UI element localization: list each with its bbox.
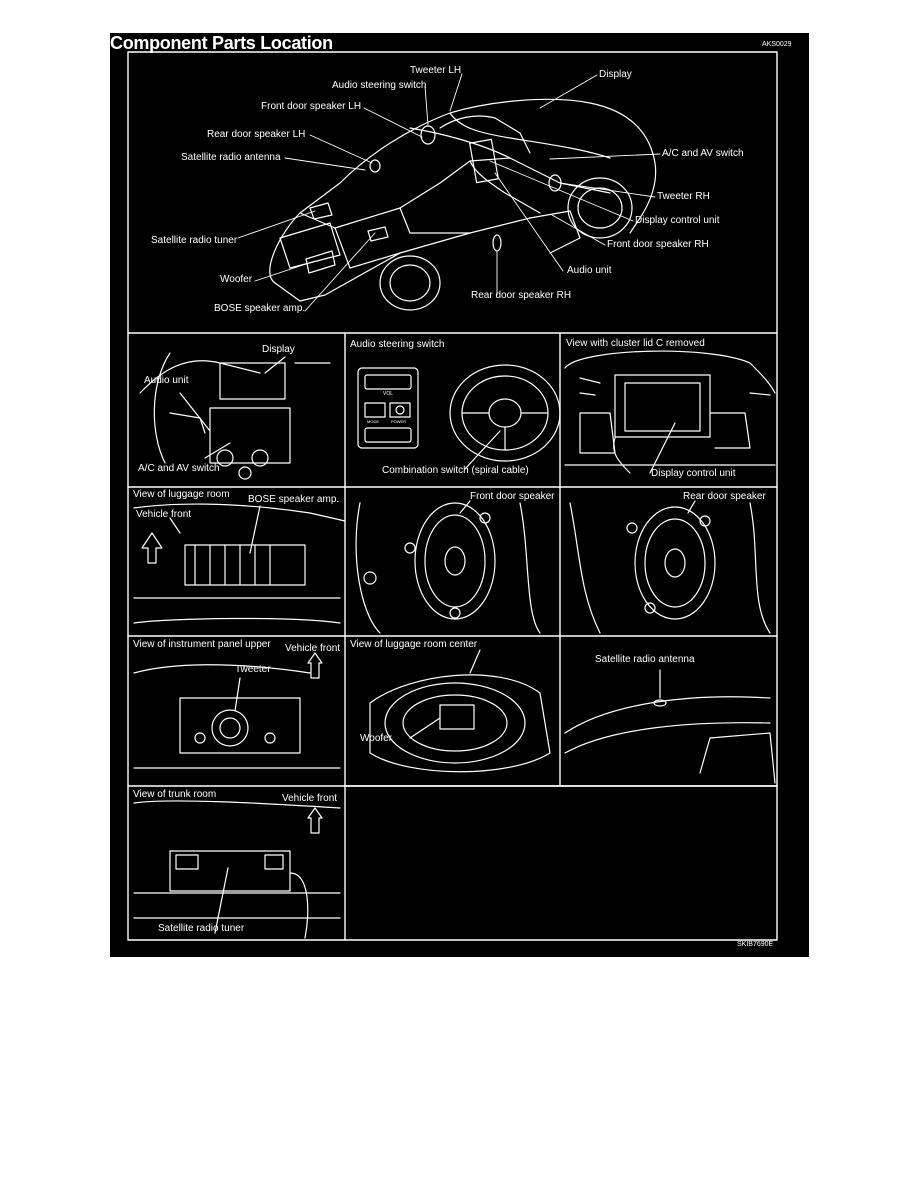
- label-display-control-unit: Display control unit: [635, 215, 720, 226]
- cell-r2c1-vehicle-front: Vehicle front: [136, 509, 192, 520]
- figure-code-bottom: SKIB7690E: [737, 941, 774, 948]
- overview-leader-lines: [237, 73, 661, 312]
- sat-tuner-drawing: [133, 800, 341, 939]
- cell-r1c2-power: POWER: [391, 419, 407, 424]
- figure-code-top: AKS0029: [762, 41, 792, 48]
- page-title: Component Parts Location: [110, 33, 333, 53]
- label-ac-av-switch: A/C and AV switch: [662, 148, 744, 159]
- label-tweeter-lh: Tweeter LH: [410, 65, 462, 76]
- bose-amp-drawing: [133, 503, 346, 624]
- cell-r4c1-tuner-label: Satellite radio tuner: [158, 923, 245, 934]
- cell-r3c1-tweeter-label: Tweeter: [235, 664, 271, 675]
- label-woofer: Woofer: [220, 274, 253, 285]
- label-bose-speaker-amp: BOSE speaker amp.: [214, 303, 306, 314]
- label-tweeter-rh: Tweeter RH: [657, 191, 710, 202]
- cell-r1c2-mode: MODE: [367, 419, 379, 424]
- label-display: Display: [599, 69, 632, 80]
- cell-r4c1-vehicle-front: Vehicle front: [282, 793, 338, 804]
- cell-r3c1-vehicle-front: Vehicle front: [285, 643, 341, 654]
- cell-r1c1-display-label: Display: [262, 344, 295, 355]
- cell-r3c2-title: View of luggage room center: [350, 639, 478, 650]
- car-overview-drawing: [269, 98, 657, 311]
- label-front-door-speaker-rh: Front door speaker RH: [607, 239, 709, 250]
- cell-r3c2-woofer-label: Woofer: [360, 733, 393, 744]
- cell-r1c1-ac-av-label: A/C and AV switch: [138, 463, 220, 474]
- cell-r4c1-title: View of trunk room: [133, 789, 217, 800]
- roof-antenna-drawing: [564, 669, 776, 784]
- dashboard-drawing: [139, 352, 331, 480]
- label-audio-unit: Audio unit: [567, 265, 612, 276]
- cell-r1c2-title: Audio steering switch: [350, 339, 445, 350]
- label-audio-steering-switch: Audio steering switch: [332, 80, 427, 91]
- cell-r2c1-title: View of luggage room: [133, 489, 230, 500]
- cluster-lid-drawing: [564, 350, 776, 474]
- rear-door-speaker-drawing: [569, 500, 771, 634]
- cell-r1c2-vol: VOL: [383, 391, 394, 397]
- cell-r1c3-dcu-label: Display control unit: [651, 468, 736, 479]
- front-door-speaker-drawing: [355, 500, 541, 634]
- woofer-drawing: [369, 649, 551, 773]
- cell-r3c1-title: View of instrument panel upper: [133, 639, 271, 650]
- cell-r1c3-title: View with cluster lid C removed: [566, 338, 705, 349]
- steering-switch-drawing: [357, 364, 561, 470]
- label-satellite-radio-antenna: Satellite radio antenna: [181, 152, 281, 163]
- cell-r1c2-combination-label: Combination switch (spiral cable): [382, 465, 529, 476]
- cell-r1c1-audio-unit-label: Audio unit: [144, 375, 189, 386]
- cell-r2c1-bose-label: BOSE speaker amp.: [248, 494, 340, 505]
- label-front-door-speaker-lh: Front door speaker LH: [261, 101, 362, 112]
- diagram-panel: Component Parts Location AKS0029: [110, 33, 809, 957]
- cell-r3c3-label: Satellite radio antenna: [595, 654, 695, 665]
- label-rear-door-speaker-rh: Rear door speaker RH: [471, 290, 572, 301]
- cell-r2c2-label: Front door speaker: [470, 491, 555, 502]
- label-satellite-radio-tuner: Satellite radio tuner: [151, 235, 238, 246]
- label-rear-door-speaker-lh: Rear door speaker LH: [207, 129, 306, 140]
- diagram-art: [127, 51, 778, 941]
- cell-r2c3-label: Rear door speaker: [683, 491, 766, 502]
- tweeter-drawing: [133, 652, 341, 769]
- grid-lines: [127, 51, 778, 941]
